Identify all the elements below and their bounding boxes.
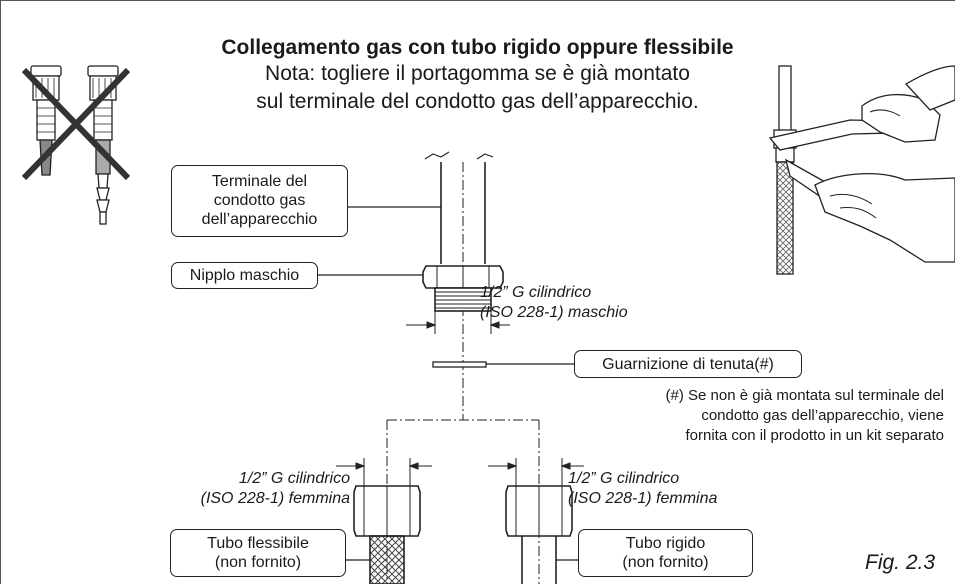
callout-flexible-line-1: Tubo flessibile: [207, 535, 309, 552]
diagram-title: Collegamento gas con tubo rigido oppure …: [221, 36, 734, 59]
callout-appliance-terminal: Terminale del condotto gas dell’apparecc…: [171, 165, 348, 237]
male-thread-dimension: [406, 311, 510, 334]
callout-terminal-line-2: condotto gas: [213, 192, 306, 209]
callout-flexible-hose: Tubo flessibile (non fornito): [170, 529, 346, 577]
flexible-hose-fitting: [353, 485, 421, 584]
callout-male-nipple: Nipplo maschio: [171, 262, 318, 289]
callout-rigid-line-2: (non fornito): [622, 554, 709, 571]
cross-out-mark: [21, 67, 131, 181]
callout-rigid-line-1: Tubo rigido: [625, 535, 706, 552]
callout-rigid-pipe: Tubo rigido (non fornito): [578, 529, 753, 577]
hands-with-wrenches-illustration: [768, 65, 955, 275]
right-female-thread-dimension: [488, 458, 584, 486]
male-thread-line-2: (ISO 228-1) maschio: [480, 304, 628, 321]
callout-terminal-line-3: dell’apparecchio: [201, 211, 318, 228]
left-female-line-1: 1/2” G cilindrico: [238, 470, 350, 487]
callout-gasket: Guarnizione di tenuta(#): [574, 350, 802, 378]
footnote-line-3: fornita con il prodotto in un kit separa…: [685, 427, 945, 444]
callout-flexible-line-2: (non fornito): [214, 554, 302, 571]
note-line-1: Nota: togliere il portagomma se è già mo…: [265, 62, 690, 85]
footnote-line-1: (#) Se non è già montata sul terminale d…: [665, 387, 945, 404]
right-female-thread-label: 1/2” G cilindrico (ISO 228-1) femmina: [568, 469, 717, 509]
leader-lines: [318, 206, 578, 561]
gasket-washer: [432, 361, 487, 368]
hose-barb-fittings-crossed-icon: [21, 65, 131, 225]
left-female-thread-dimension: [336, 458, 432, 486]
right-female-line-1: 1/2” G cilindrico: [568, 470, 680, 487]
left-female-line-2: (ISO 228-1) femmina: [200, 490, 350, 507]
note-line-2: sul terminale del condotto gas dell’appa…: [256, 90, 699, 113]
footnote-line-2: condotto gas dell’apparecchio, viene: [701, 407, 944, 424]
appliance-terminal-pipe: [422, 151, 504, 312]
figure-label: Fig. 2.3: [865, 551, 936, 574]
left-female-thread-label: 1/2” G cilindrico (ISO 228-1) femmina: [160, 469, 350, 509]
callout-terminal-line-1: Terminale del: [211, 173, 308, 190]
footnote: (#) Se non è già montata sul terminale d…: [560, 386, 945, 446]
right-female-line-2: (ISO 228-1) femmina: [568, 490, 718, 507]
male-thread-line-1: 1/2” G cilindrico: [480, 284, 592, 301]
male-thread-label: 1/2” G cilindrico (ISO 228-1) maschio: [480, 283, 628, 323]
